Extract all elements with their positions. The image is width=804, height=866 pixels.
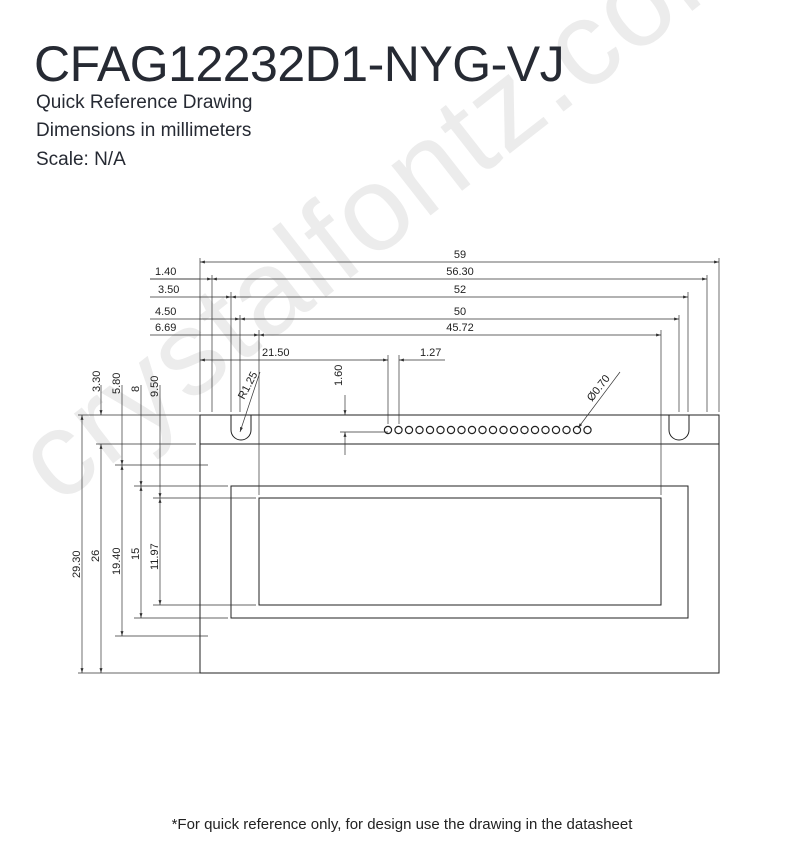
pin-hole — [541, 425, 550, 435]
pin-hole — [394, 425, 403, 435]
dimension-texts-horizontal: 59 1.40 56.30 3.50 52 4.50 50 6.69 45.72… — [155, 249, 613, 404]
mount-slot-left — [230, 415, 252, 441]
dim-bezel-width: 52 — [454, 284, 466, 296]
pin-hole — [562, 425, 571, 435]
pin-row — [383, 425, 592, 435]
dim-hole-diameter: Ø0.70 — [585, 373, 613, 404]
pin-hole — [530, 425, 540, 435]
pin-hole — [436, 425, 445, 435]
extension-lines-top — [199, 258, 720, 495]
pin-hole — [572, 425, 582, 435]
dim-top-9-50: 9.50 — [149, 376, 161, 397]
pin-hole — [404, 425, 414, 435]
mount-slot-right — [668, 415, 690, 441]
dim-active-width: 45.72 — [446, 322, 474, 334]
dim-top-3-30: 3.30 — [91, 371, 103, 392]
pin-hole — [425, 425, 435, 435]
footer-note: *For quick reference only, for design us… — [171, 816, 633, 833]
dim-mount-offset: 1.40 — [155, 266, 176, 278]
dim-pin1-offset: 21.50 — [262, 347, 290, 359]
pin-hole — [478, 425, 487, 435]
page-title: CFAG12232D1-NYG-VJ — [34, 36, 565, 92]
pin-hole — [383, 425, 393, 435]
dim-pin-row-offset: 1.60 — [333, 365, 345, 386]
dim-viewing-offset: 4.50 — [155, 306, 176, 318]
active-area-rect — [258, 497, 662, 606]
dimension-lines-horizontal — [150, 260, 719, 362]
dim-bezel-offset: 3.50 — [158, 284, 179, 296]
pin-hole — [551, 425, 561, 435]
pin-hole — [467, 425, 477, 435]
pin-hole — [446, 425, 456, 435]
pin-hole — [457, 425, 466, 435]
leader-lines — [239, 371, 621, 455]
dim-viewing-width: 50 — [454, 306, 466, 318]
dimension-lines-vertical — [80, 385, 162, 673]
pin-hole — [499, 425, 508, 435]
dim-height-19-40: 19.40 — [111, 547, 123, 575]
dim-height-11-97: 11.97 — [149, 543, 161, 570]
extension-lines-left — [78, 414, 256, 674]
pin-hole — [520, 425, 529, 435]
pin-hole — [488, 425, 498, 435]
dim-overall-height: 29.30 — [71, 550, 83, 578]
pin-hole — [509, 425, 519, 435]
dim-height-15: 15 — [130, 548, 142, 560]
pin-hole — [583, 425, 592, 435]
dim-mount-span: 56.30 — [446, 266, 474, 278]
module-outline — [199, 414, 720, 674]
dim-top-5-80: 5.80 — [111, 373, 123, 394]
bezel-rect — [230, 485, 689, 619]
dim-overall-width: 59 — [454, 249, 466, 261]
dim-pin-pitch: 1.27 — [420, 347, 441, 359]
dimension-texts-vertical: 3.30 5.80 8 9.50 29.30 26 19.40 15 11.97 — [71, 371, 161, 578]
dim-height-26: 26 — [90, 550, 102, 562]
dim-active-offset: 6.69 — [155, 322, 176, 334]
dim-top-8: 8 — [130, 386, 142, 392]
pin-hole — [415, 425, 424, 435]
subtitle-scale: Scale: N/A — [36, 149, 126, 170]
subtitle-units: Dimensions in millimeters — [36, 120, 252, 141]
subtitle-drawing-type: Quick Reference Drawing — [36, 92, 253, 113]
